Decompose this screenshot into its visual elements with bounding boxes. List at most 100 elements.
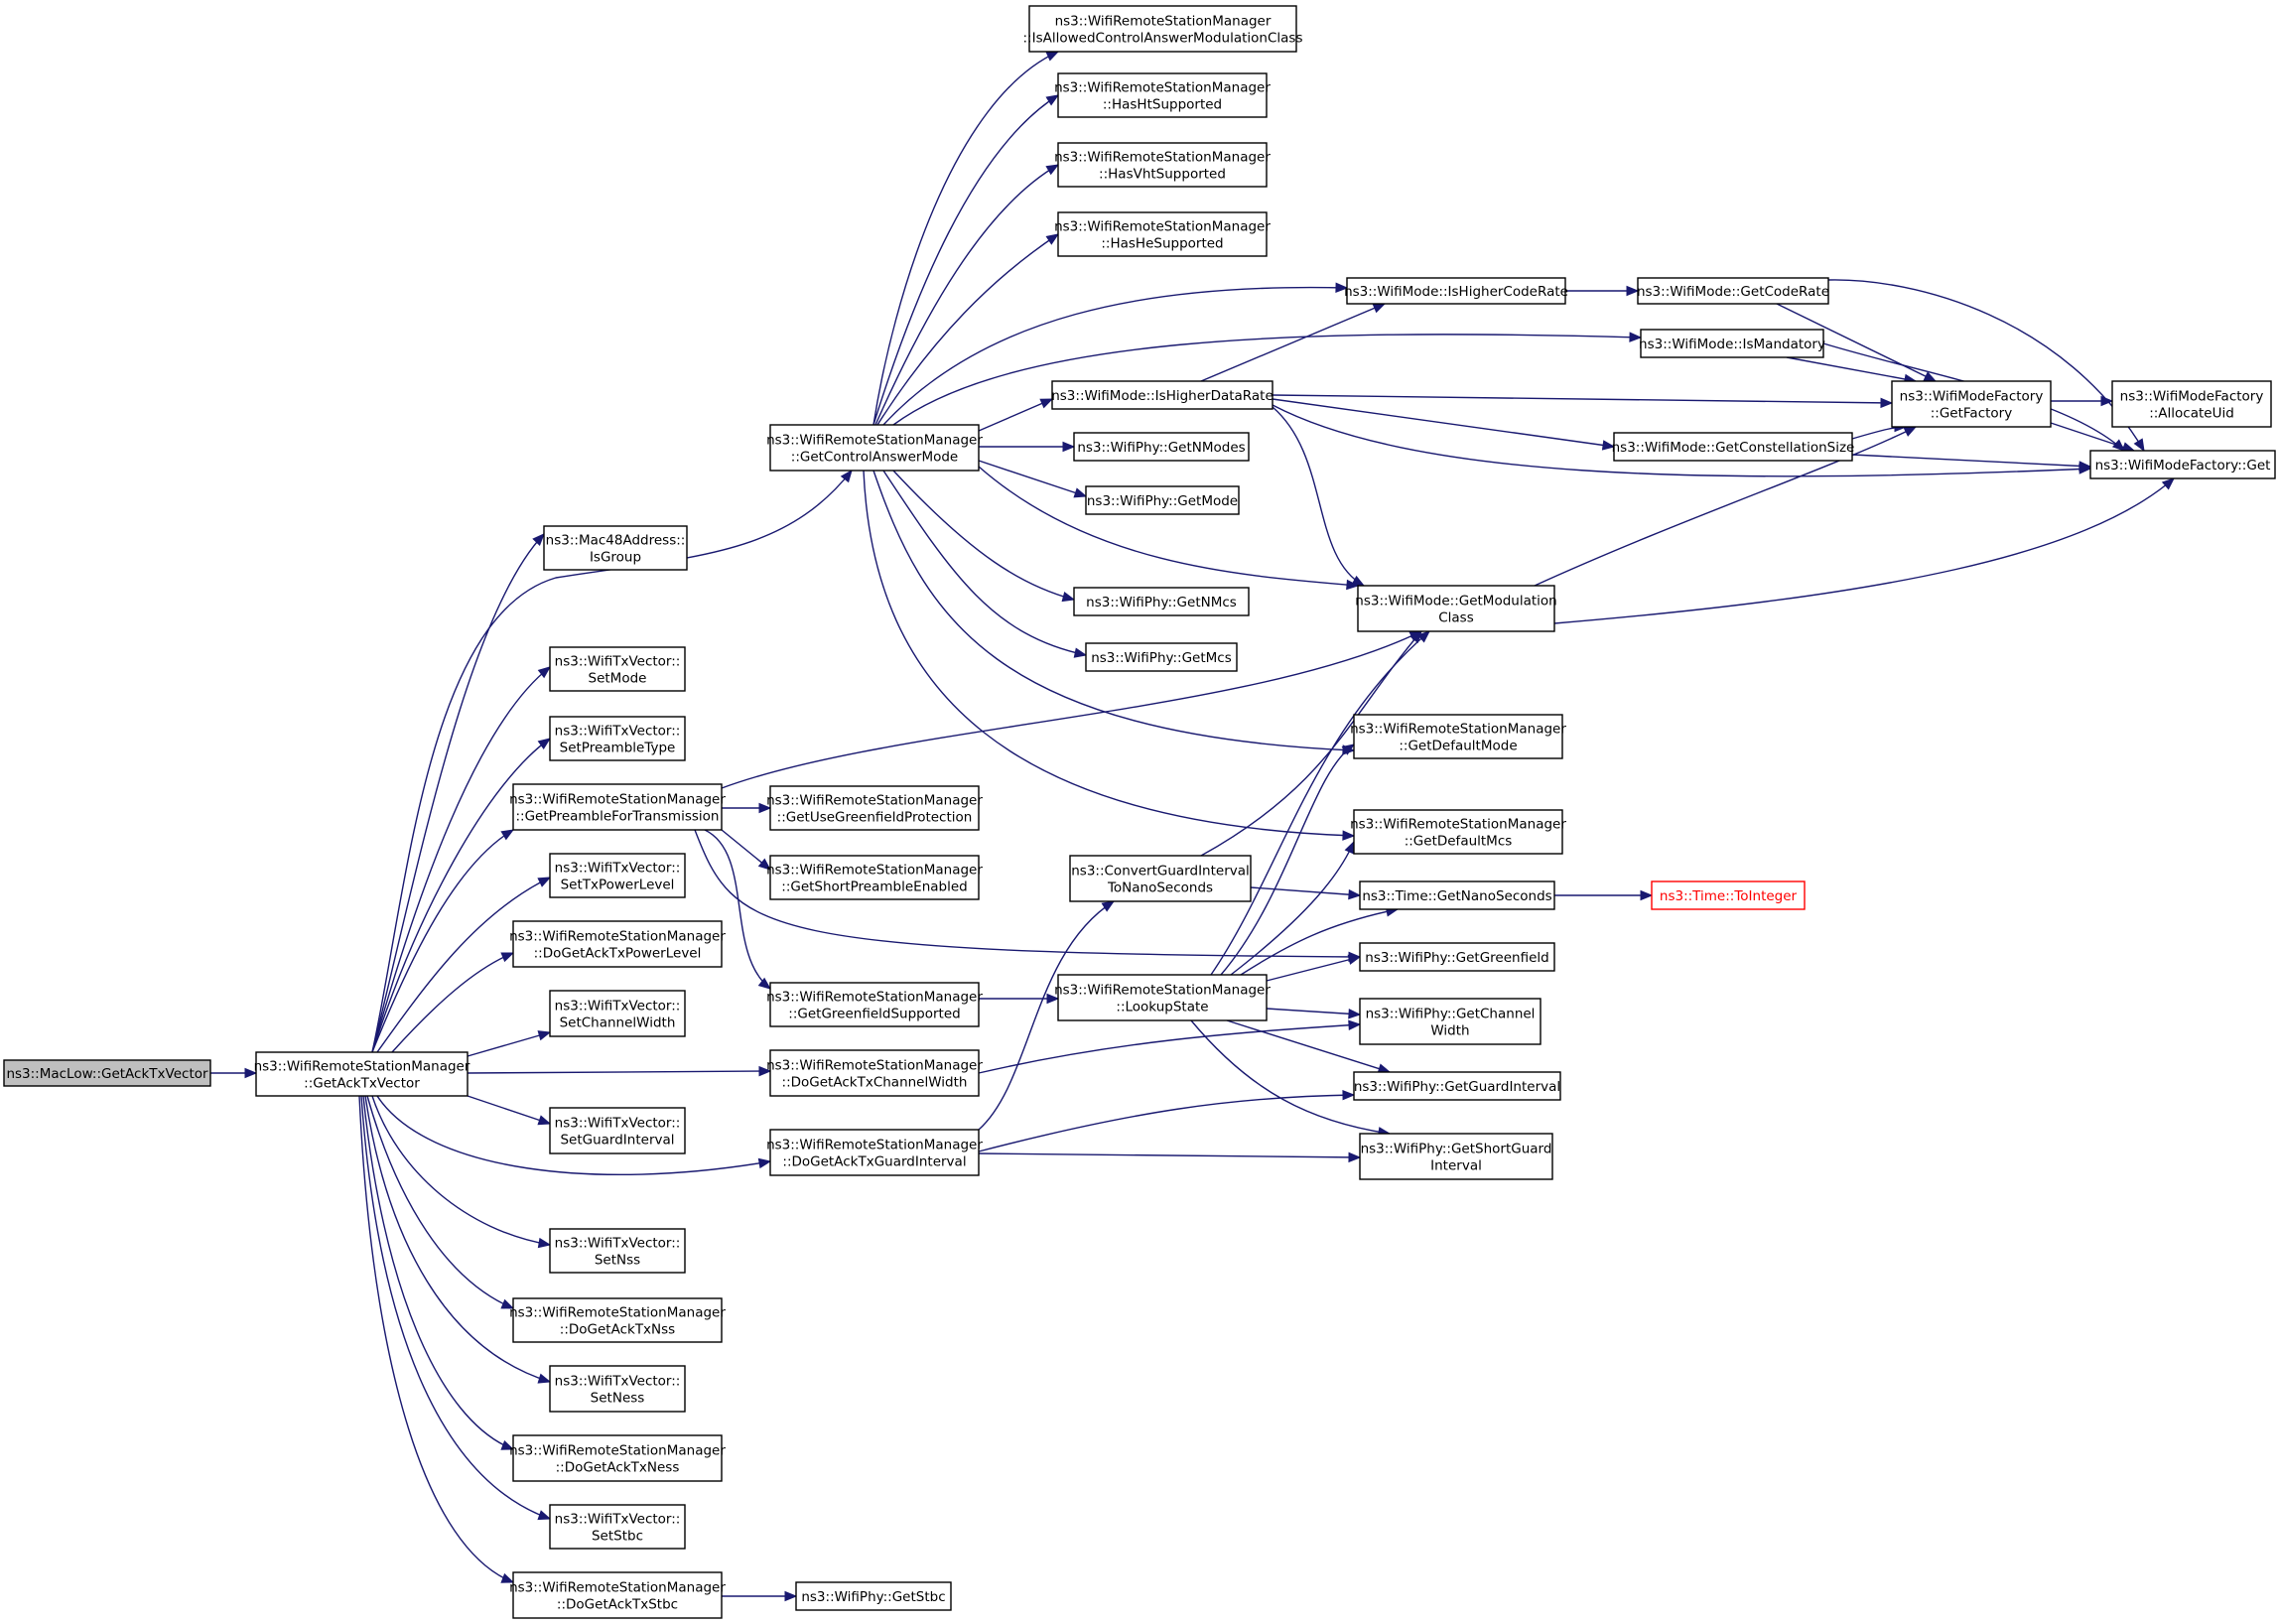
- edge-getconst-to-fget: [1851, 454, 2091, 468]
- arrowhead-dogetgi-to-convgi: [1101, 900, 1116, 912]
- node-label: ::DoGetAckTxStbc: [557, 1597, 678, 1613]
- node-fget[interactable]: ns3::WifiModeFactory::Get: [2089, 450, 2276, 479]
- node-setpreamble[interactable]: ns3::WifiTxVector::SetPreambleType: [549, 716, 686, 761]
- node-label: ns3::WifiTxVector::: [555, 724, 681, 740]
- node-box: [255, 1051, 469, 1097]
- node-label: ToNanoSeconds: [1107, 880, 1213, 896]
- node-setstbc[interactable]: ns3::WifiTxVector::SetStbc: [549, 1504, 686, 1550]
- node-dogetgi[interactable]: ns3::WifiRemoteStationManager::DoGetAckT…: [766, 1129, 983, 1176]
- node-label: SetMode: [589, 671, 647, 687]
- edge-lookup-to-getchw: [1266, 1008, 1361, 1015]
- edge-getctrl-to-getmcs: [882, 470, 1087, 656]
- node-label: ns3::WifiRemoteStationManager: [766, 1138, 983, 1153]
- edge-getctrl-to-defmcs: [863, 470, 1355, 837]
- node-box: [549, 853, 686, 898]
- node-ismand[interactable]: ns3::WifiMode::IsMandatory: [1639, 329, 1825, 358]
- node-dogetness[interactable]: ns3::WifiRemoteStationManager::DoGetAckT…: [509, 1434, 726, 1482]
- node-getgi[interactable]: ns3::WifiPhy::GetGuardInterval: [1353, 1071, 1561, 1101]
- node-hasht[interactable]: ns3::WifiRemoteStationManager::HasHtSupp…: [1054, 72, 1271, 118]
- arrowhead-getack-to-dogetchw: [758, 1065, 772, 1077]
- node-box: [512, 1434, 723, 1482]
- node-dogetnss[interactable]: ns3::WifiRemoteStationManager::DoGetAckT…: [509, 1297, 726, 1343]
- node-getstbc[interactable]: ns3::WifiPhy::GetStbc: [795, 1581, 952, 1611]
- arrowhead-getack-to-setness: [537, 1373, 552, 1384]
- node-getack[interactable]: ns3::WifiRemoteStationManager::GetAckTxV…: [254, 1051, 470, 1097]
- arrowhead-getctrl-to-defmcs: [1342, 830, 1356, 841]
- node-label: SetTxPowerLevel: [561, 878, 675, 893]
- arrowhead-getack-to-dogetness: [500, 1439, 515, 1450]
- arrowhead-lookup-to-getgreen: [1347, 954, 1362, 965]
- node-defmcs[interactable]: ns3::WifiRemoteStationManager::GetDefaul…: [1350, 809, 1566, 855]
- arrowhead-dogetstbc-to-getstbc: [784, 1590, 798, 1602]
- node-shortpre[interactable]: ns3::WifiRemoteStationManager::GetShortP…: [766, 855, 983, 900]
- node-toint[interactable]: ns3::Time::ToInteger: [1651, 880, 1806, 910]
- node-label: ns3::WifiTxVector::: [555, 1236, 681, 1252]
- node-label: ns3::WifiModeFactory::Get: [2095, 458, 2271, 474]
- node-getnmodes[interactable]: ns3::WifiPhy::GetNModes: [1073, 432, 1250, 462]
- node-label: ns3::WifiMode::IsHigherDataRate: [1051, 388, 1274, 404]
- node-label: SetStbc: [592, 1529, 643, 1545]
- node-hasvht[interactable]: ns3::WifiRemoteStationManager::HasVhtSup…: [1054, 142, 1271, 188]
- node-setness[interactable]: ns3::WifiTxVector::SetNess: [549, 1365, 686, 1413]
- arrowhead-getctrl-to-isallowed: [1045, 51, 1060, 62]
- edge-getack-to-setstbc: [360, 1095, 551, 1520]
- node-factory[interactable]: ns3::WifiModeFactory::GetFactory: [1891, 380, 2052, 428]
- edge-getack-to-setnss: [371, 1095, 551, 1246]
- node-getmode[interactable]: ns3::WifiPhy::GetMode: [1085, 485, 1240, 515]
- node-getmcs[interactable]: ns3::WifiPhy::GetMcs: [1085, 642, 1238, 672]
- edge-getack-to-dogetchw: [467, 1070, 771, 1074]
- node-ishighcode[interactable]: ns3::WifiMode::IsHigherCodeRate: [1344, 277, 1568, 305]
- node-label: ::AllocateUid: [2149, 406, 2234, 422]
- edge-lookup-to-getmodclass: [1210, 630, 1430, 976]
- node-usegreen[interactable]: ns3::WifiRemoteStationManager::GetUseGre…: [766, 785, 983, 831]
- node-defmode[interactable]: ns3::WifiRemoteStationManager::GetDefaul…: [1350, 714, 1566, 759]
- node-label: ns3::WifiMode::GetModulation: [1355, 594, 1556, 609]
- arrowhead-ishighdata-to-ishighcode: [1372, 303, 1387, 314]
- node-box: [769, 982, 980, 1027]
- edge-getctrl-to-ishighcode: [882, 286, 1348, 426]
- node-setgi[interactable]: ns3::WifiTxVector::SetGuardInterval: [549, 1107, 686, 1154]
- node-getconst[interactable]: ns3::WifiMode::GetConstellationSize: [1612, 432, 1855, 462]
- edge-getack-to-dogetpower: [391, 952, 514, 1053]
- node-label: ns3::WifiRemoteStationManager: [1054, 219, 1271, 235]
- arrowhead-getpreamble-to-shortpre: [757, 858, 772, 871]
- node-getctrl[interactable]: ns3::WifiRemoteStationManager::GetContro…: [766, 424, 983, 472]
- node-label: ns3::WifiPhy::GetGuardInterval: [1354, 1079, 1560, 1095]
- node-settxpower[interactable]: ns3::WifiTxVector::SetTxPowerLevel: [549, 853, 686, 898]
- node-dogetstbc[interactable]: ns3::WifiRemoteStationManager::DoGetAckT…: [509, 1571, 726, 1619]
- node-dogetchw[interactable]: ns3::WifiRemoteStationManager::DoGetAckT…: [766, 1049, 983, 1097]
- node-hashe[interactable]: ns3::WifiRemoteStationManager::HasHeSupp…: [1054, 211, 1271, 257]
- node-label: ns3::WifiTxVector::: [555, 861, 681, 877]
- node-getcode[interactable]: ns3::WifiMode::GetCodeRate: [1637, 277, 1829, 305]
- node-setmode[interactable]: ns3::WifiTxVector::SetMode: [549, 646, 686, 692]
- edge-getack-to-dogetnss: [366, 1095, 514, 1309]
- node-greensup[interactable]: ns3::WifiRemoteStationManager::GetGreenf…: [766, 982, 983, 1027]
- node-alloc[interactable]: ns3::WifiModeFactory::AllocateUid: [2111, 380, 2272, 428]
- node-box: [549, 1365, 686, 1413]
- node-setnss[interactable]: ns3::WifiTxVector::SetNss: [549, 1228, 686, 1274]
- node-isallowed[interactable]: ns3::WifiRemoteStationManager::IsAllowed…: [1023, 5, 1303, 53]
- node-getpreamble[interactable]: ns3::WifiRemoteStationManager::GetPreamb…: [509, 783, 726, 831]
- arrowhead-ishighdata-to-getmodclass: [1351, 575, 1366, 587]
- node-isgroup[interactable]: ns3::Mac48Address::IsGroup: [543, 525, 688, 571]
- node-getnmcs[interactable]: ns3::WifiPhy::GetNMcs: [1073, 587, 1250, 616]
- node-label: ns3::WifiPhy::GetShortGuard: [1361, 1142, 1552, 1157]
- node-lookup[interactable]: ns3::WifiRemoteStationManager::LookupSta…: [1054, 974, 1271, 1021]
- edge-ishighdata-to-factory: [1272, 394, 1893, 404]
- node-ishighdata[interactable]: ns3::WifiMode::IsHigherDataRate: [1051, 380, 1274, 410]
- edge-getpreamble-to-getmodclass: [721, 630, 1422, 789]
- edge-getack-to-setgi: [467, 1095, 551, 1125]
- node-getnano[interactable]: ns3::Time::GetNanoSeconds: [1359, 880, 1555, 910]
- edge-lookup-to-getsgi: [1190, 1019, 1391, 1135]
- node-setchw[interactable]: ns3::WifiTxVector::SetChannelWidth: [549, 990, 686, 1037]
- node-maclow[interactable]: ns3::MacLow::GetAckTxVector: [3, 1059, 211, 1087]
- node-label: ::DoGetAckTxPowerLevel: [534, 946, 702, 962]
- edge-getctrl-to-getmode: [978, 460, 1087, 497]
- node-getgreen[interactable]: ns3::WifiPhy::GetGreenfield: [1359, 942, 1555, 972]
- node-box: [512, 1297, 723, 1343]
- node-dogetpower[interactable]: ns3::WifiRemoteStationManager::DoGetAckT…: [509, 920, 726, 968]
